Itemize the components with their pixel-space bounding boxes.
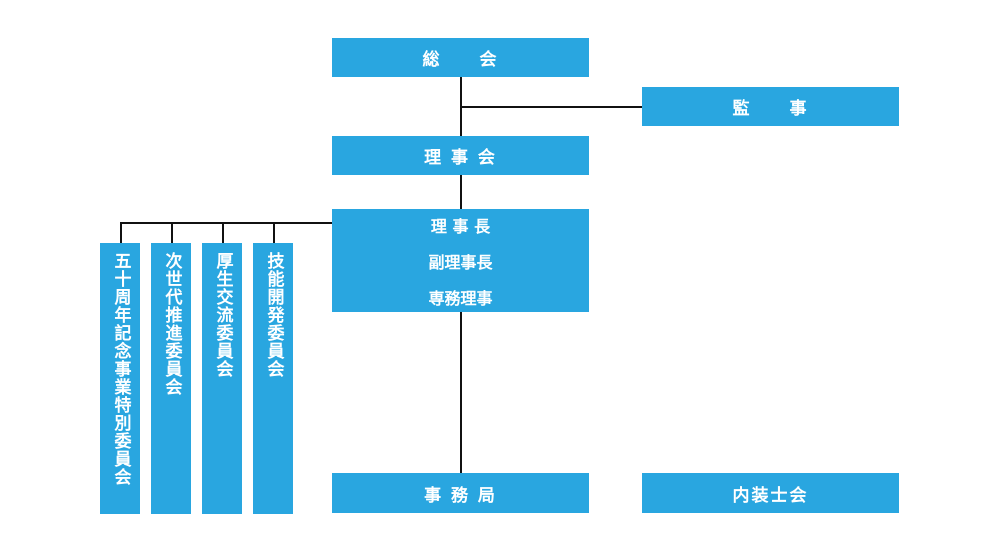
committee-label: 厚生交流委員会 — [212, 252, 233, 378]
main-vertical-line-bottom — [460, 312, 462, 473]
general-meeting-box: 総 会 — [332, 38, 589, 77]
secretariat-label: 事 務 局 — [424, 485, 497, 506]
executives-box: 理 事 長 副理事長 専務理事 — [332, 209, 589, 312]
general-meeting-label: 総 会 — [422, 50, 499, 70]
committee-label: 技能開発委員会 — [263, 252, 284, 378]
association-label: 内装士会 — [732, 485, 809, 506]
auditor-label: 監 事 — [732, 99, 809, 119]
committee-drop-1 — [120, 222, 122, 243]
committee-horizontal-line — [120, 222, 332, 224]
auditor-box: 監 事 — [642, 87, 899, 126]
main-vertical-line-mid — [460, 175, 462, 209]
committee-drop-4 — [273, 222, 275, 243]
chairman-label: 理 事 長 — [430, 216, 491, 236]
committee-box-skills-development: 技能開発委員会 — [253, 243, 293, 514]
executive-director-label: 専務理事 — [428, 288, 493, 308]
committee-label: 次世代推進委員会 — [161, 252, 182, 396]
committee-label: 五十周年記念事業特別委員会 — [110, 252, 131, 486]
committee-box-50th-anniversary: 五十周年記念事業特別委員会 — [100, 243, 140, 514]
board-box: 理 事 会 — [332, 136, 589, 175]
board-label: 理 事 会 — [424, 148, 497, 168]
vice-chairman-label: 副理事長 — [428, 252, 493, 272]
committee-box-welfare: 厚生交流委員会 — [202, 243, 242, 514]
committee-drop-2 — [171, 222, 173, 243]
committee-drop-3 — [222, 222, 224, 243]
committee-box-next-generation: 次世代推進委員会 — [151, 243, 191, 514]
auditor-connector — [460, 106, 642, 108]
association-box: 内装士会 — [642, 473, 899, 513]
secretariat-box: 事 務 局 — [332, 473, 589, 513]
